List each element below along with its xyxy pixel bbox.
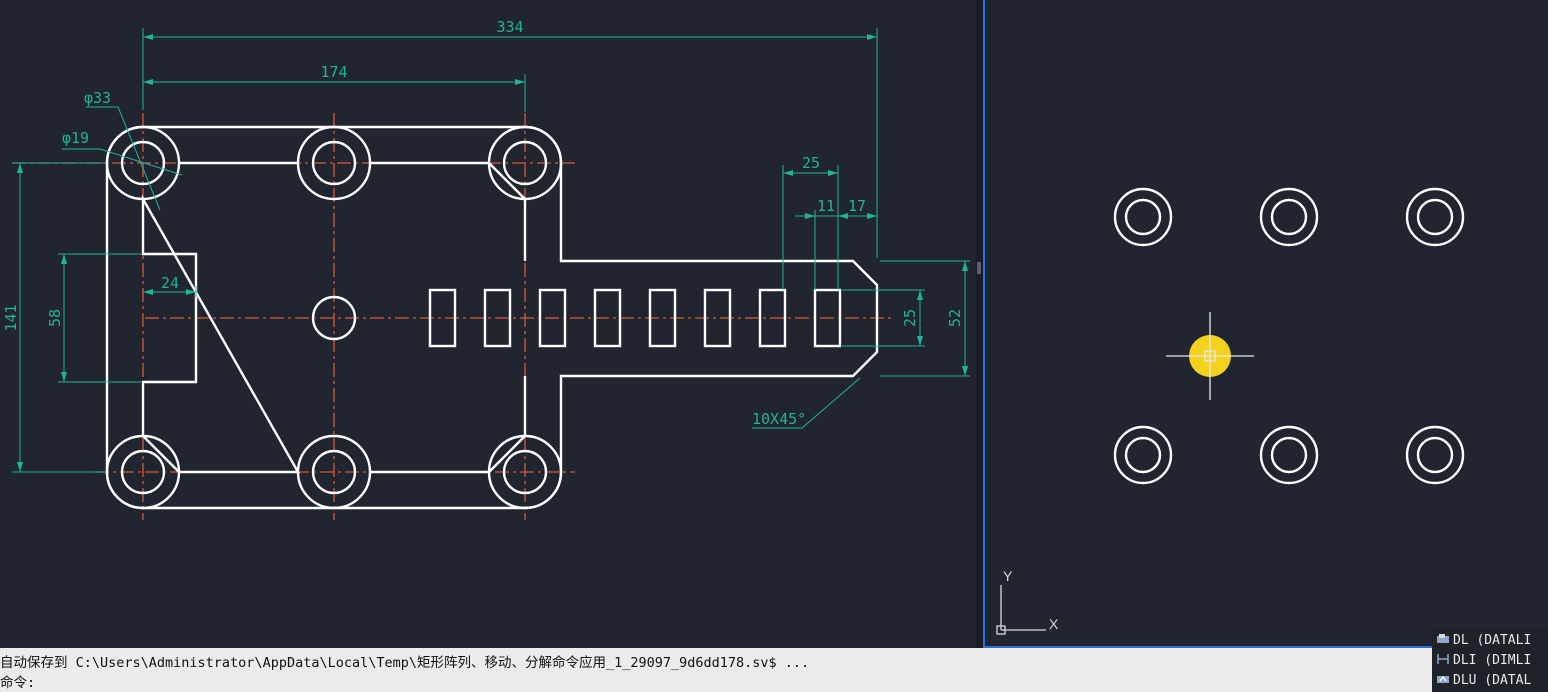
crosshair-cursor — [1166, 312, 1254, 400]
hole-bosses — [105, 125, 563, 510]
autocomplete-item-dlu[interactable]: DLU (DATAL — [1436, 671, 1531, 691]
slot-array — [428, 288, 842, 348]
command-prompt[interactable]: 命令: — [0, 675, 36, 691]
dimlinear-icon — [1437, 654, 1449, 664]
dim-notch-depth: 24 — [161, 274, 179, 292]
hole-array — [1113, 187, 1465, 485]
dim-overall-length: 334 — [496, 18, 523, 36]
ucs-x-label: X — [1049, 616, 1059, 632]
part-drawing[interactable]: 334 174 φ33 φ19 141 58 24 25 11 17 25 52… — [0, 0, 976, 648]
dim-height: 141 — [2, 304, 20, 331]
dataupdate-icon — [1437, 675, 1449, 683]
autocomplete-item-dl[interactable]: DL (DATALI — [1436, 631, 1531, 651]
autocomplete-item-label: DLU (DATAL — [1453, 673, 1532, 688]
dim-slot-width: 11 — [817, 197, 835, 215]
dim-hole-spacing: 174 — [320, 63, 347, 81]
dim-end-offset: 17 — [848, 197, 866, 215]
command-autocomplete-list: DL (DATALI DLI (DIMLI DLU (DATAL — [1432, 630, 1548, 692]
autocomplete-item-label: DLI (DIMLI — [1453, 653, 1532, 668]
drawing-canvas[interactable]: 334 174 φ33 φ19 141 58 24 25 11 17 25 52… — [0, 0, 1548, 648]
dim-chamfer: 10X45° — [752, 410, 806, 428]
dim-outer-dia: φ33 — [84, 89, 111, 107]
dim-tab-height: 52 — [946, 309, 964, 327]
center-lines — [12, 113, 895, 520]
left-viewport[interactable]: 334 174 φ33 φ19 141 58 24 25 11 17 25 52… — [0, 0, 976, 648]
ucs-y-label: Y — [1003, 568, 1013, 584]
right-viewport[interactable]: Y X — [983, 0, 1548, 648]
command-line[interactable]: 自动保存到 C:\Users\Administrator\AppData\Loc… — [0, 648, 1432, 692]
splitter-handle[interactable] — [977, 262, 981, 274]
dim-inner-dia: φ19 — [62, 129, 89, 147]
autocomplete-item-label: DL (DATALI — [1453, 633, 1532, 648]
dimensions: 334 174 φ33 φ19 141 58 24 25 11 17 25 52… — [2, 18, 970, 473]
command-history-line: 自动保存到 C:\Users\Administrator\AppData\Loc… — [0, 655, 810, 671]
ucs-icon — [996, 585, 1046, 635]
array-drawing[interactable]: Y X — [985, 0, 1548, 648]
viewport-splitter[interactable] — [976, 0, 983, 648]
dimlinear-icon — [1437, 634, 1449, 643]
autocomplete-item-dli[interactable]: DLI (DIMLI — [1436, 651, 1531, 671]
dim-notch-height: 58 — [46, 309, 64, 327]
dim-slot-pitch: 25 — [802, 154, 820, 172]
dim-slot-length: 25 — [901, 309, 919, 327]
